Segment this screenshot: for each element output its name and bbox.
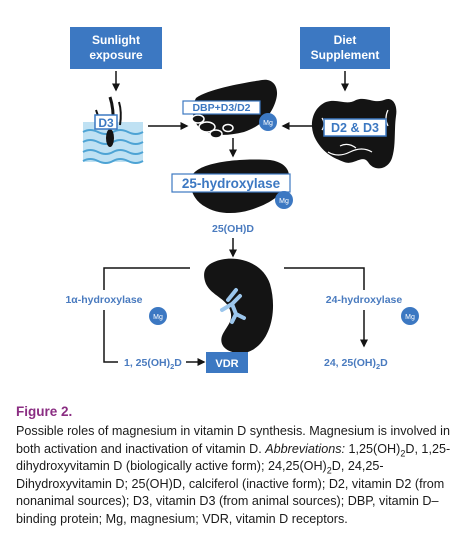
caption-sub-2: 2 (326, 465, 332, 476)
caption-abbreviations-label: Abbreviations: (265, 441, 346, 456)
vdr-box: VDR (206, 352, 248, 373)
skin-illustration: D3 (82, 96, 144, 164)
vitamin-d-synthesis-diagram: Sunlight exposure Diet Supplement D3 DBP… (65, 27, 419, 373)
figure-caption: Figure 2. Possible roles of magnesium in… (16, 404, 461, 529)
dbp-label: DBP+D3/D2 (192, 102, 250, 114)
caption-p1: Possible roles of magnesium in vitamin D… (16, 424, 450, 456)
inactive-form-label: 24, 25(OH)2D (324, 357, 388, 371)
branch-left-top (103, 267, 190, 290)
caption-sub-1: 2 (400, 448, 406, 459)
intestine-illustration: D2 & D3 (311, 98, 397, 169)
sunlight-line-2: exposure (89, 48, 143, 62)
kidney-illustration (204, 258, 274, 354)
diet-line-1: Diet (334, 33, 357, 47)
24-hydroxylase-label: 24-hydroxylase (326, 294, 403, 306)
liver-illustration: DBP+D3/D2 Mg (182, 79, 278, 139)
diet-line-2: Supplement (311, 48, 380, 62)
caption-a1: 1,25(OH) (348, 441, 401, 456)
caption-a2: D, 1,25-dihydroxyvitamin D (biologically… (16, 441, 451, 474)
mg-1a-text: Mg (153, 314, 163, 321)
mg-liver-text: Mg (263, 120, 273, 127)
mg-badge-25 (275, 191, 293, 209)
branch-left-bottom (103, 310, 118, 363)
mg-badge-liver (259, 113, 277, 131)
mg-badge-24 (401, 307, 419, 325)
mg-badge-1a (149, 307, 167, 325)
mg-24-text: Mg (405, 314, 415, 321)
figure-title: Figure 2. (16, 404, 73, 419)
branch-right-top (284, 267, 365, 290)
1a-hydroxylase-label: 1α-hydroxylase (65, 294, 142, 306)
mg-25-text: Mg (279, 198, 289, 205)
liver-hydroxylation-illustration: 25-hydroxylase Mg (171, 159, 293, 214)
25ohd-label: 25(OH)D (212, 223, 254, 235)
skin-d3-label: D3 (98, 116, 114, 130)
vdr-label: VDR (215, 358, 238, 370)
sunlight-line-1: Sunlight (92, 33, 140, 47)
active-form-label: 1, 25(OH)2D (124, 357, 182, 371)
caption-body: Possible roles of magnesium in vitamin D… (16, 423, 461, 529)
25-hydroxylase-label: 25-hydroxylase (182, 176, 281, 191)
diet-supplement-box: Diet Supplement (300, 27, 390, 69)
caption-a3: D, 24,25-Dihydroxyvitamin D; 25(OH)D, ca… (16, 459, 445, 526)
intestine-label: D2 & D3 (331, 121, 379, 135)
sunlight-exposure-box: Sunlight exposure (70, 27, 162, 69)
